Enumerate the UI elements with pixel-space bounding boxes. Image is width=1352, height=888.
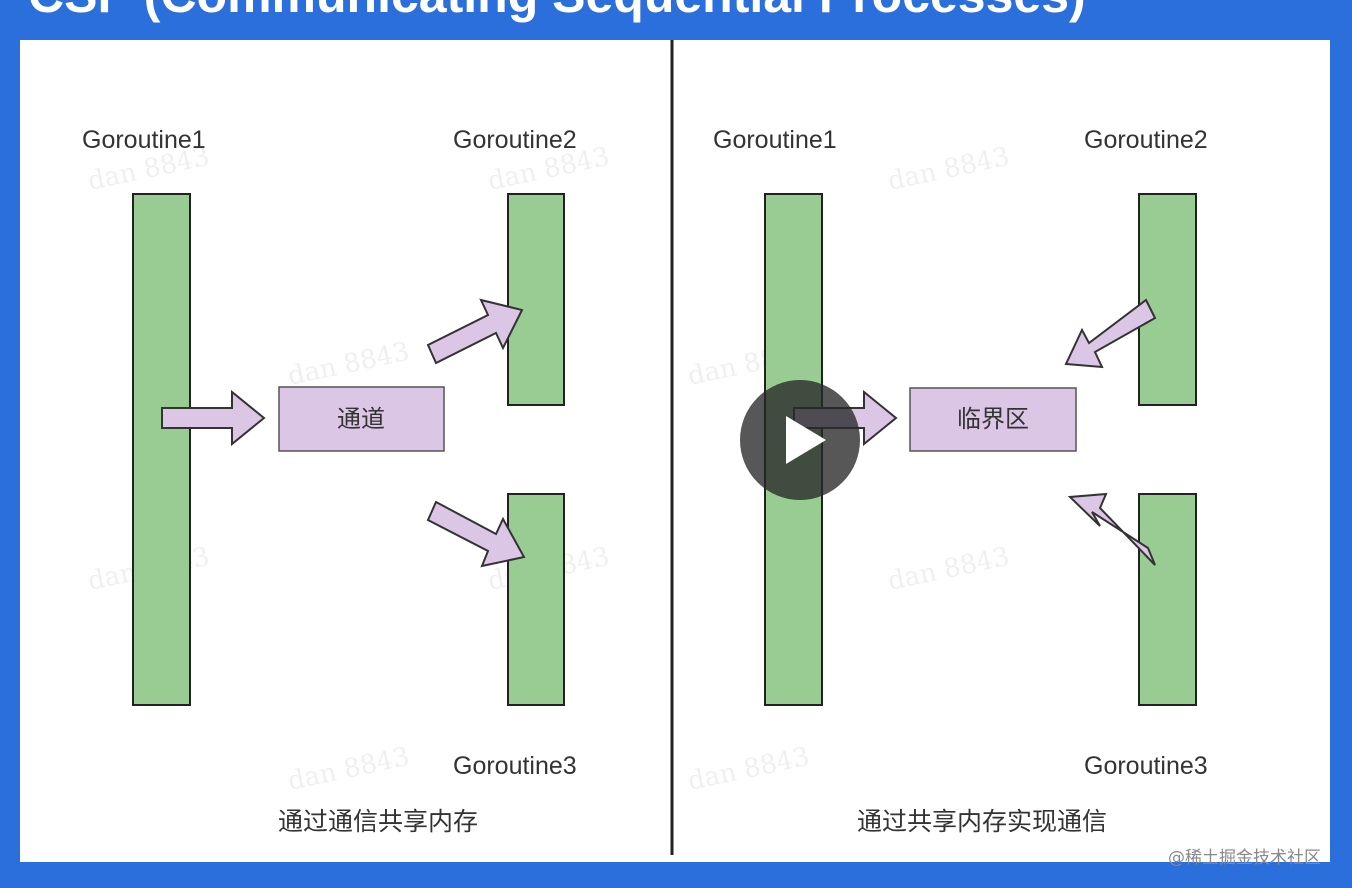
play-icon[interactable]: [740, 380, 860, 500]
right-goroutine3-label: Goroutine3: [1084, 752, 1208, 780]
channel-box: [278, 386, 445, 452]
right-caption: 通过共享内存实现通信: [857, 807, 1107, 836]
arrow-right-icon: [161, 389, 266, 447]
left-goroutine3-label: Goroutine3: [453, 752, 577, 780]
right-goroutine1-label: Goroutine1: [713, 126, 837, 154]
watermark: dan 8843: [285, 742, 412, 797]
critical-section-label: 临界区: [957, 405, 1029, 433]
left-goroutine1-bar: [132, 193, 191, 706]
credit-watermark: @稀土掘金技术社区: [1168, 848, 1321, 868]
arrow-up-right-icon: [426, 298, 524, 365]
watermark: dan 8843: [885, 542, 1012, 597]
watermark: dan 8843: [885, 142, 1012, 197]
slide-panel: [20, 40, 1330, 862]
critical-section-box: [909, 387, 1077, 452]
right-goroutine2-bar: [1138, 193, 1197, 406]
left-goroutine3-bar: [507, 493, 565, 706]
video-title: CSP (Communicating Sequential Processes): [28, 0, 1086, 24]
right-goroutine3-bar: [1138, 493, 1197, 706]
channel-box-label: 通道: [337, 405, 385, 433]
left-goroutine2-label: Goroutine2: [453, 126, 577, 154]
arrow-down-right-icon: [426, 500, 526, 568]
watermark: dan 8843: [685, 742, 812, 797]
arrow-down-left-icon: [1064, 298, 1157, 369]
left-goroutine2-bar: [507, 193, 565, 406]
right-goroutine2-label: Goroutine2: [1084, 126, 1208, 154]
arrow-up-left-icon: [1067, 492, 1156, 566]
left-caption: 通过通信共享内存: [278, 807, 478, 836]
left-goroutine1-label: Goroutine1: [82, 126, 206, 154]
watermark: dan 8843: [285, 337, 412, 392]
